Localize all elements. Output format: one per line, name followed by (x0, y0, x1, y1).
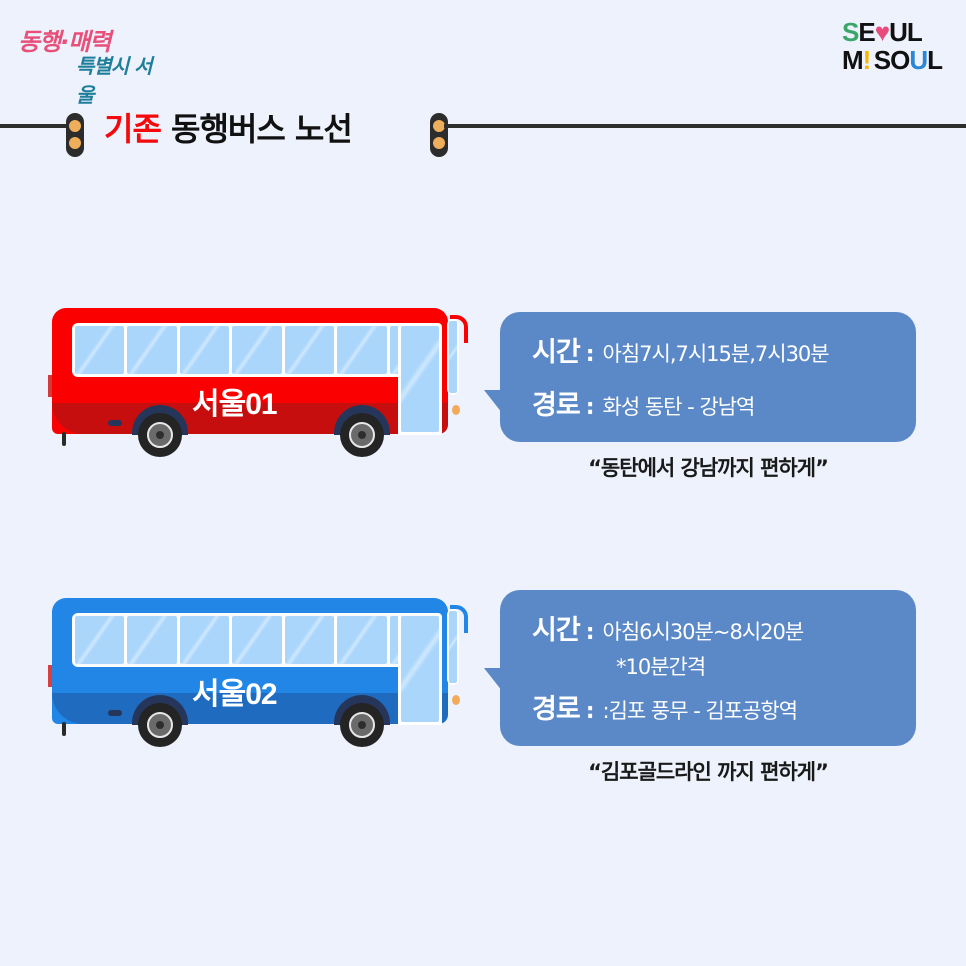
bus-illustration-blue: 서울02 (40, 585, 468, 747)
page-title: 기존 동행버스 노선 (104, 104, 353, 150)
heart-icon: ♥ (874, 17, 890, 47)
divider-right (444, 124, 966, 128)
taillight (48, 665, 54, 687)
time-interval-note: *10분간격 (616, 655, 706, 679)
headlight (452, 405, 460, 415)
bus-illustration-red: 서울01 (40, 295, 468, 457)
route-caption: “김포골드라인 까지 편하게” (588, 760, 829, 784)
logo-letter: L (906, 17, 923, 47)
route-row: 경로 : :김포 풍무 - 김포공항역 (532, 687, 916, 726)
route-info-bubble: 시간 : 아침7시,7시15분,7시30분 경로 : 화성 동탄 - 강남역 (484, 312, 916, 442)
wheel-icon (138, 413, 182, 457)
time-value: 아침7시,7시15분,7시30분 (602, 342, 830, 366)
wheel-icon (138, 703, 182, 747)
time-key: 시간 (532, 337, 581, 368)
logo-letter: E (858, 17, 875, 47)
title-rest: 동행버스 노선 (160, 110, 353, 148)
logo-letter: U (889, 17, 908, 47)
bus-windows (72, 613, 442, 667)
seoul-my-soul-logo: S E ♥ U L M ! S O U L (842, 17, 943, 78)
taillight (48, 375, 54, 397)
mirror-icon (450, 605, 468, 633)
logo-letter: O (890, 45, 910, 75)
traffic-signal-icon (66, 113, 84, 157)
route-key: 경로 (532, 694, 581, 725)
time-row: 시간 : 아침6시30분~8시20분 (532, 608, 916, 647)
logo-letter: S (873, 45, 891, 75)
route-value: 화성 동탄 - 강남역 (602, 395, 756, 419)
bus-windows (72, 323, 442, 377)
route-info-bubble: 시간 : 아침6시30분~8시20분 *10분간격 경로 : :김포 풍무 - … (484, 590, 916, 746)
route-caption: “동탄에서 강남까지 편하게” (588, 456, 829, 480)
logo-line1: 동행·매력 (18, 28, 111, 56)
exclamation-icon: ! (862, 45, 872, 75)
traffic-signal-icon (430, 113, 448, 157)
route-value: :김포 풍무 - 김포공항역 (602, 699, 799, 723)
title-bar: 기존 동행버스 노선 (0, 100, 966, 157)
bus-label: 서울02 (192, 678, 278, 711)
route-key: 경로 (532, 390, 581, 421)
time-row: 시간 : 아침7시,7시15분,7시30분 (532, 330, 916, 369)
logo-line2: 특별시 서울 (76, 54, 153, 107)
smile-icon: U (909, 45, 928, 75)
route-row: 경로 : 화성 동탄 - 강남역 (532, 383, 916, 422)
wheel-icon (340, 413, 384, 457)
dongheng-maeryeok-logo: 동행·매력 특별시 서울 (18, 22, 168, 107)
bus-door (398, 613, 442, 725)
logo-letter: M (842, 45, 864, 75)
divider-left (0, 124, 70, 128)
bus-label: 서울01 (192, 388, 278, 421)
headlight (452, 695, 460, 705)
title-highlight: 기존 (104, 110, 162, 148)
time-value: 아침6시30분~8시20분 (602, 620, 805, 644)
time-key: 시간 (532, 615, 581, 646)
logo-letter: S (842, 17, 859, 47)
wheel-icon (340, 703, 384, 747)
logo-letter: L (927, 45, 943, 75)
mirror-icon (450, 315, 468, 343)
bus-door (398, 323, 442, 435)
